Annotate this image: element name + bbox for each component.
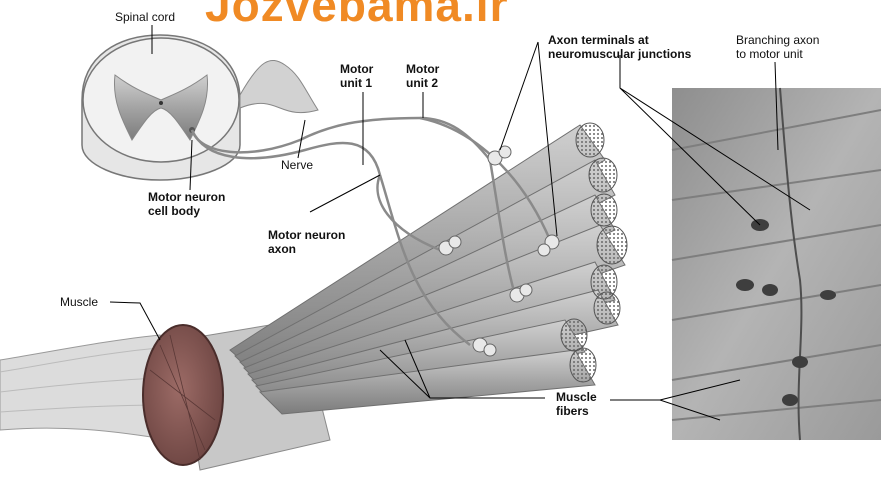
label-spinal-cord: Spinal cord	[115, 10, 175, 24]
micrograph	[672, 88, 881, 440]
label-nerve: Nerve	[281, 158, 313, 172]
watermark-text: Jozvebama.ir	[205, 0, 508, 32]
label-muscle: Muscle	[60, 295, 98, 309]
